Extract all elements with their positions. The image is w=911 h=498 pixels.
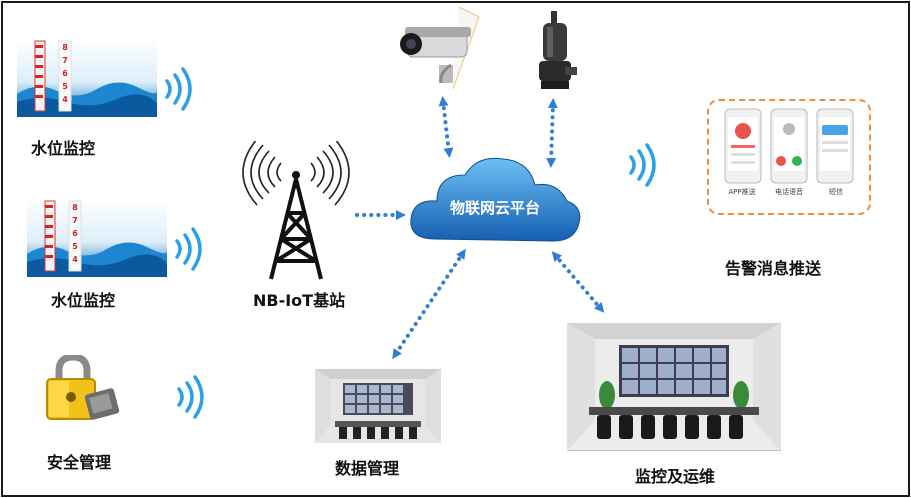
arrow-camera-cloud xyxy=(438,96,454,158)
phone-caption-call: 电话语音 xyxy=(775,188,803,196)
connection-arrows xyxy=(355,96,605,360)
wireless-signal-icon xyxy=(625,143,659,187)
scale-digit: 8 xyxy=(62,43,68,52)
water-level-image-1: 8 7 6 5 4 xyxy=(17,39,157,117)
alert-push-label: 告警消息推送 xyxy=(725,259,822,278)
arrow-cloud-monitoring xyxy=(551,251,605,313)
arrow-cloud-datamgmt xyxy=(392,248,466,360)
base-station-tower-icon xyxy=(241,141,351,283)
phone-caption-sms: 短信 xyxy=(829,188,843,196)
phone-caption-app: APP推送 xyxy=(728,188,756,196)
scale-digit: 4 xyxy=(72,255,78,264)
wireless-signal-icon xyxy=(161,67,195,111)
scale-digit: 4 xyxy=(62,95,68,104)
data-management-label: 数据管理 xyxy=(335,459,400,478)
data-center-room-image xyxy=(315,369,441,443)
cloud-platform-icon: 物联网云平台 xyxy=(407,153,583,249)
scale-digit: 6 xyxy=(62,69,68,78)
surveillance-camera-icon xyxy=(391,7,481,91)
wireless-signal-icon xyxy=(173,375,207,419)
monitoring-om-label: 监控及运维 xyxy=(635,467,716,486)
cloud-platform-label: 物联网云平台 xyxy=(449,199,540,217)
security-label: 安全管理 xyxy=(47,453,112,472)
scale-digit: 7 xyxy=(62,56,68,65)
padlock-icon xyxy=(39,355,125,427)
scale-digit: 5 xyxy=(72,242,78,251)
water-level-label-2: 水位监控 xyxy=(51,291,116,310)
water-pump-icon xyxy=(531,11,581,95)
water-level-label-1: 水位监控 xyxy=(31,139,96,158)
scale-digit: 5 xyxy=(62,82,68,91)
water-level-image-2: 8 7 6 5 4 xyxy=(27,199,167,277)
alert-push-panel: APP推送 电话语音 短信 xyxy=(707,99,871,215)
monitoring-center-image xyxy=(567,323,781,451)
scale-digit: 7 xyxy=(72,216,78,225)
wireless-signal-icon xyxy=(171,227,205,271)
base-station-label: NB-IoT基站 xyxy=(253,291,346,310)
arrow-pump-cloud xyxy=(546,98,558,168)
scale-digit: 8 xyxy=(72,203,78,212)
scale-digit: 6 xyxy=(72,229,78,238)
